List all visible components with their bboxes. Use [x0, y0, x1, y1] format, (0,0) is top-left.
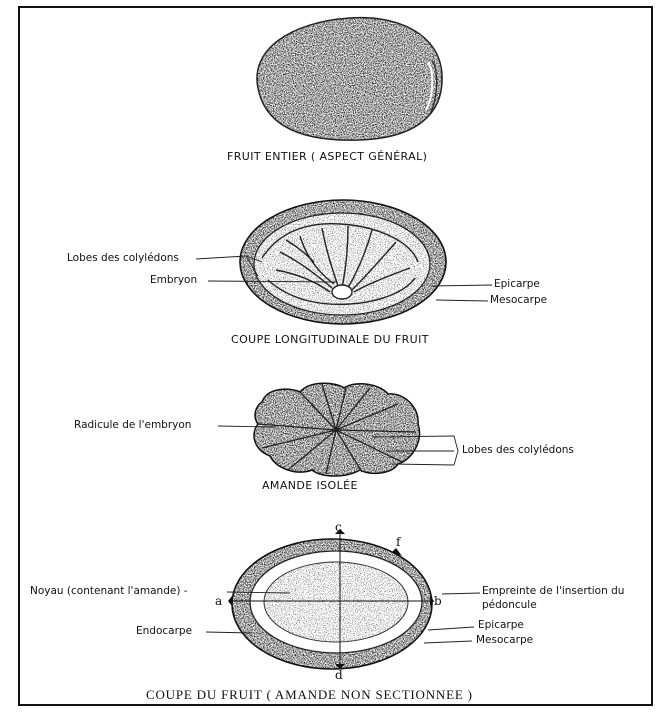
label-cotyledon-lobes-kernel: Lobes des colylédons: [462, 444, 574, 456]
label-imprint: Empreinte de l'insertion du: [482, 585, 624, 597]
label-mesocarp-section: Mesocarpe: [476, 634, 533, 646]
letter-d: d: [335, 668, 343, 682]
kernel-drawing: [218, 383, 458, 476]
whole-fruit-drawing: [257, 18, 442, 140]
letter-f: f: [396, 535, 400, 549]
letter-a: a: [215, 594, 222, 608]
letter-b: b: [434, 594, 442, 608]
label-stone: Noyau (contenant l'amande) -: [30, 585, 188, 597]
longitudinal-section-drawing: [196, 200, 492, 324]
caption-fruit-cut: COUPE DU FRUIT ( AMANDE NON SECTIONNEE ): [146, 687, 473, 703]
caption-longitudinal-section: COUPE LONGITUDINALE DU FRUIT: [231, 333, 429, 346]
caption-whole-fruit: FRUIT ENTIER ( ASPECT GÉNÉRAL): [227, 150, 427, 163]
label-endocarp: Endocarpe: [136, 625, 192, 637]
label-epicarp-section: Epicarpe: [478, 619, 524, 631]
label-mesocarp: Mesocarpe: [490, 294, 547, 306]
label-imprint-2: pédoncule: [482, 599, 537, 611]
label-embryo: Embryon: [150, 274, 197, 286]
letter-c: c: [335, 520, 342, 534]
label-radicle: Radicule de l'embryon: [74, 419, 191, 431]
caption-isolated-kernel: AMANDE ISOLÉE: [262, 479, 358, 492]
label-epicarp: Epicarpe: [494, 278, 540, 290]
label-cotyledon-lobes: Lobes des colylédons: [67, 252, 179, 264]
